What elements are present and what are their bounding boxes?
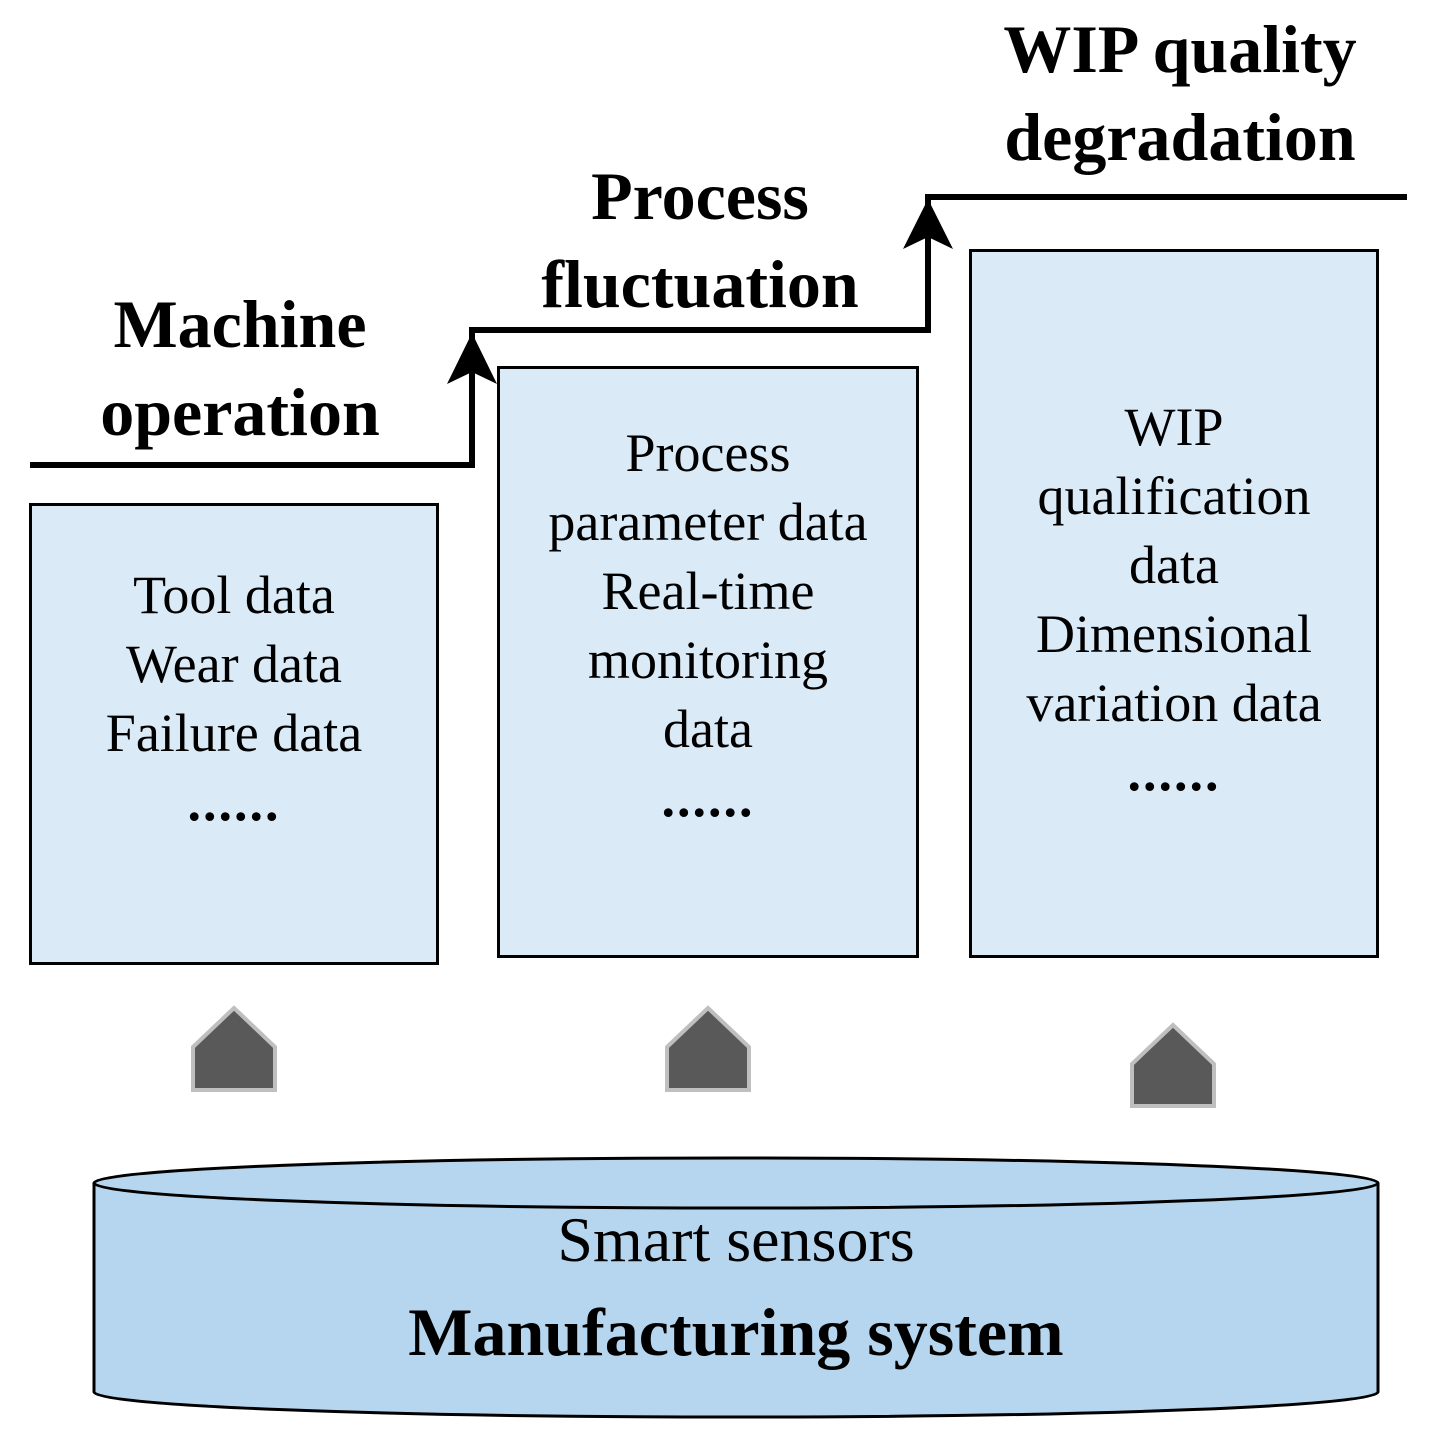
box-line: Dimensional <box>1036 604 1312 664</box>
stage-line: operation <box>100 374 380 450</box>
ellipsis: ...... <box>1127 742 1221 802</box>
stage-line: Process <box>591 158 809 234</box>
step-line <box>30 194 1407 468</box>
ellipsis: ...... <box>661 768 755 828</box>
box-line: Wear data <box>126 634 342 694</box>
stage-line: fluctuation <box>541 246 859 322</box>
box-line: monitoring <box>588 630 828 690</box>
upload-arrow-icon <box>1130 1022 1216 1108</box>
upload-arrow-icon <box>191 1005 277 1092</box>
box-line: Tool data <box>133 565 335 625</box>
cylinder-title: Manufacturing system <box>408 1294 1064 1370</box>
box-content: WIP qualification data Dimensional varia… <box>972 393 1376 807</box>
data-box-process: Process parameter data Real-time monitor… <box>497 366 919 958</box>
box-line: variation data <box>1026 673 1322 733</box>
stage-line: degradation <box>1004 99 1356 175</box>
stage-label-wip-quality-degradation: WIP quality degradation <box>960 5 1400 181</box>
ellipsis: ...... <box>187 772 281 832</box>
arrowhead-up-icon <box>903 199 953 249</box>
box-line: Failure data <box>105 703 363 763</box>
stage-label-machine-operation: Machine operation <box>40 280 440 456</box>
box-line: data <box>663 699 753 759</box>
data-box-wip: WIP qualification data Dimensional varia… <box>969 249 1379 958</box>
manufacturing-system-cylinder <box>92 1156 1380 1419</box>
cylinder-subtitle: Smart sensors <box>557 1204 915 1275</box>
box-content: Process parameter data Real-time monitor… <box>500 419 916 833</box>
upload-arrow-icon <box>665 1005 751 1092</box>
box-content: Tool data Wear data Failure data ...... <box>32 561 436 837</box>
box-line: data <box>1129 535 1219 595</box>
stage-label-process-fluctuation: Process fluctuation <box>490 152 910 328</box>
stage-line: Machine <box>113 286 367 362</box>
arrowhead-up-icon <box>447 333 497 384</box>
box-line: qualification <box>1037 466 1311 526</box>
box-line: Real-time <box>601 561 815 621</box>
box-line: Process <box>625 423 791 483</box>
box-line: parameter data <box>548 492 868 552</box>
box-line: WIP <box>1124 397 1224 457</box>
data-box-machine: Tool data Wear data Failure data ...... <box>29 503 439 965</box>
stage-line: WIP quality <box>1003 11 1357 87</box>
